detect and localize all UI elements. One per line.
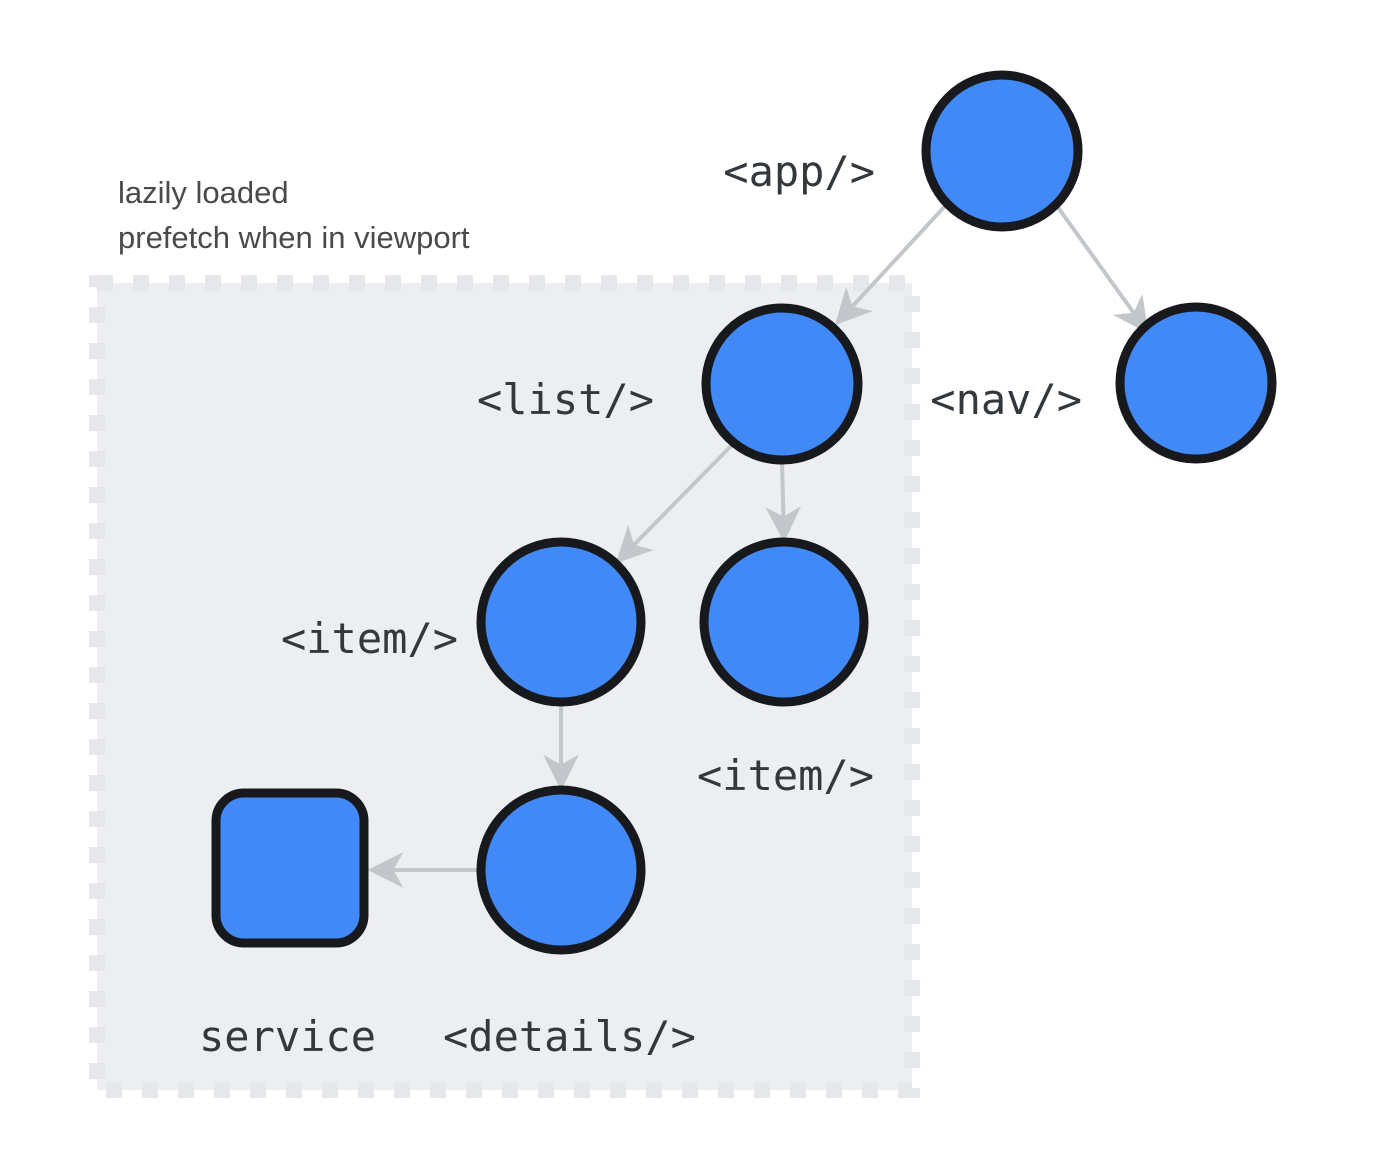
node-label-item2: <item/> (697, 751, 874, 800)
node-label-service: service (199, 1012, 376, 1061)
note-line-1: lazily loaded (118, 175, 289, 210)
node-service[interactable] (211, 788, 369, 948)
node-label-app: <app/> (723, 147, 875, 196)
node-list[interactable] (701, 303, 863, 465)
node-label-details: <details/> (443, 1012, 696, 1061)
node-item1[interactable] (476, 537, 646, 707)
node-label-item1: <item/> (281, 614, 458, 663)
nodes-layer (211, 70, 1277, 955)
note-line-2: prefetch when in viewport (118, 220, 470, 255)
node-details[interactable] (476, 785, 646, 955)
node-label-nav: <nav/> (930, 375, 1082, 424)
edge-app-to-nav (1055, 204, 1149, 334)
edge-list-to-item1 (615, 442, 735, 564)
node-label-list: <list/> (477, 375, 654, 424)
edges-layer (367, 203, 1149, 888)
node-nav[interactable] (1115, 302, 1277, 464)
node-item2[interactable] (699, 537, 869, 707)
edge-app-to-list (834, 203, 948, 326)
region-dashed-border (89, 275, 920, 1098)
node-labels-layer: <app/> <nav/> <list/> <item/> <item/> <detail… (199, 147, 1082, 1061)
node-app[interactable] (921, 70, 1083, 232)
edge-list-to-item2 (765, 460, 802, 543)
lazy-load-note: lazily loaded prefetch when in viewport (118, 175, 470, 255)
